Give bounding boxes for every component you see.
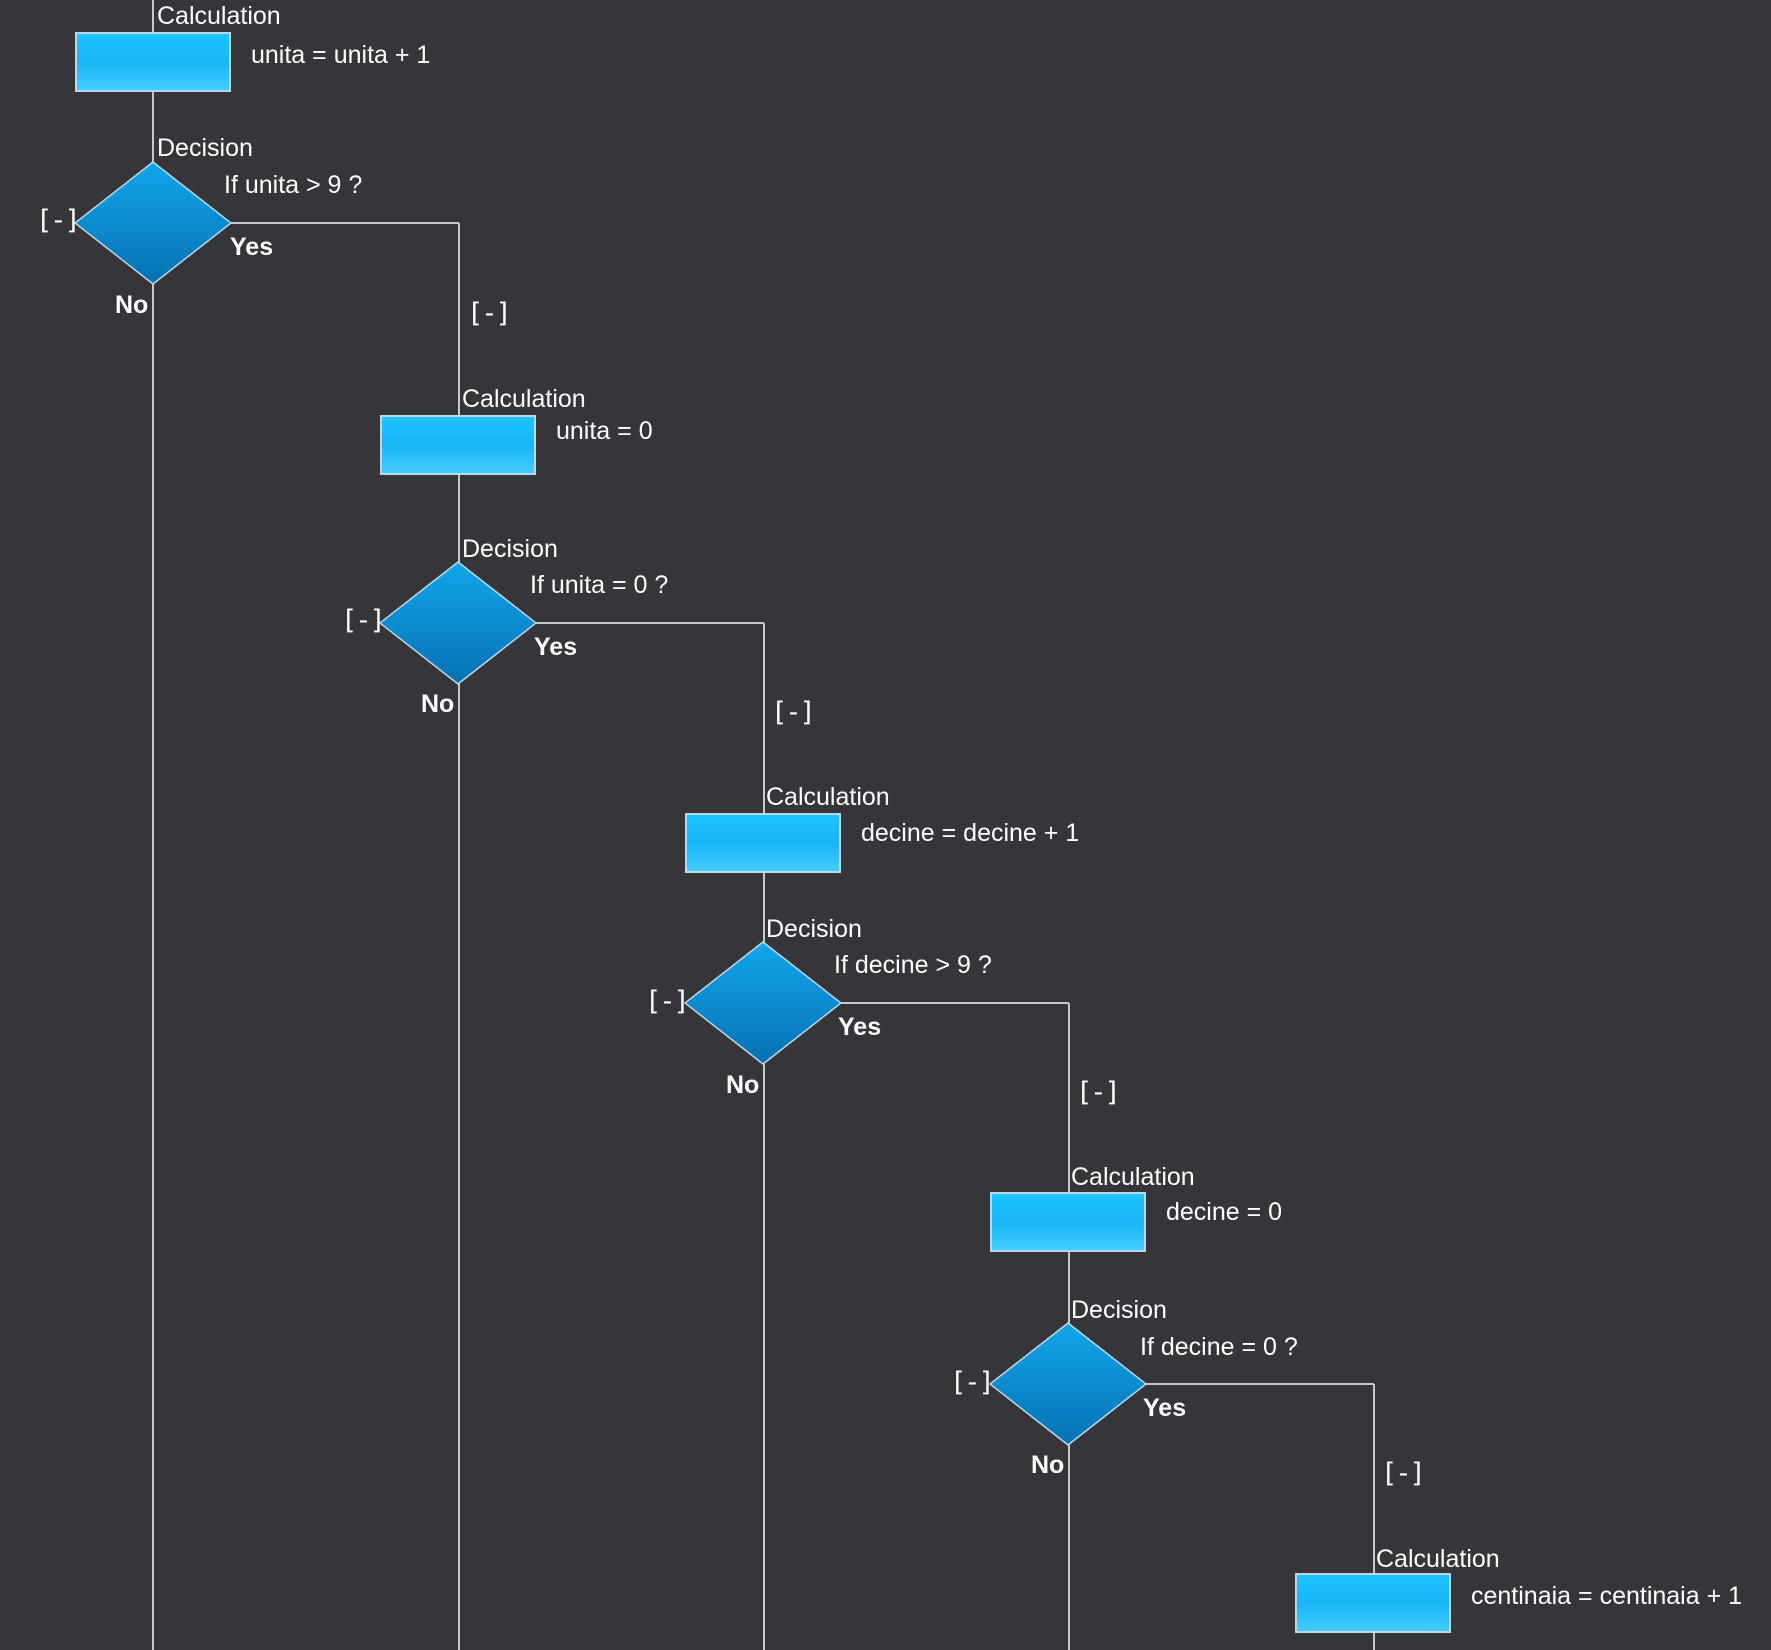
calculation-block[interactable]: [75, 32, 231, 92]
dec-4-yes-label: Yes: [1143, 1394, 1187, 1422]
dec-1-no-label: No: [115, 291, 149, 319]
dec-1-condition: If unita > 9 ?: [224, 171, 363, 199]
collapse-toggle[interactable]: [-]: [1076, 1077, 1121, 1108]
dec-2-no-label: No: [421, 690, 455, 718]
dec-4-no-label: No: [1031, 1451, 1065, 1479]
collapse-toggle[interactable]: [-]: [950, 1367, 995, 1398]
decision-diamond[interactable]: [684, 941, 842, 1065]
collapse-toggle[interactable]: [-]: [341, 605, 386, 636]
dec-3-title: Decision: [766, 915, 862, 943]
collapse-toggle[interactable]: [-]: [771, 697, 816, 728]
calc-4-expression: decine = 0: [1166, 1198, 1283, 1226]
collapse-toggle[interactable]: [-]: [36, 205, 81, 236]
calculation-block[interactable]: [380, 415, 536, 475]
collapse-toggle[interactable]: [-]: [645, 986, 690, 1017]
calc-2-expression: unita = 0: [556, 417, 653, 445]
dec-3-no-label: No: [726, 1071, 760, 1099]
decision-diamond[interactable]: [379, 561, 537, 685]
calculation-block[interactable]: [685, 813, 841, 873]
calc-1-expression: unita = unita + 1: [251, 41, 431, 69]
calc-5-title: Calculation: [1376, 1545, 1500, 1573]
calculation-block[interactable]: [990, 1192, 1146, 1252]
dec-3-condition: If decine > 9 ?: [834, 951, 992, 979]
dec-2-yes-label: Yes: [534, 633, 578, 661]
collapse-toggle[interactable]: [-]: [1381, 1458, 1426, 1489]
calc-4-title: Calculation: [1071, 1163, 1195, 1191]
decision-diamond[interactable]: [989, 1322, 1147, 1446]
calc-3-expression: decine = decine + 1: [861, 819, 1080, 847]
calc-2-title: Calculation: [462, 385, 586, 413]
dec-1-title: Decision: [157, 134, 253, 162]
calc-1-title: Calculation: [157, 2, 281, 30]
calc-5-expression: centinaia = centinaia + 1: [1471, 1582, 1743, 1610]
dec-4-title: Decision: [1071, 1296, 1167, 1324]
collapse-toggle[interactable]: [-]: [467, 298, 512, 329]
calculation-block[interactable]: [1295, 1573, 1451, 1633]
dec-2-condition: If unita = 0 ?: [530, 571, 669, 599]
dec-3-yes-label: Yes: [838, 1013, 882, 1041]
calc-3-title: Calculation: [766, 783, 890, 811]
decision-diamond[interactable]: [74, 161, 232, 285]
dec-4-condition: If decine = 0 ?: [1140, 1333, 1298, 1361]
dec-2-title: Decision: [462, 535, 558, 563]
dec-1-yes-label: Yes: [230, 233, 274, 261]
